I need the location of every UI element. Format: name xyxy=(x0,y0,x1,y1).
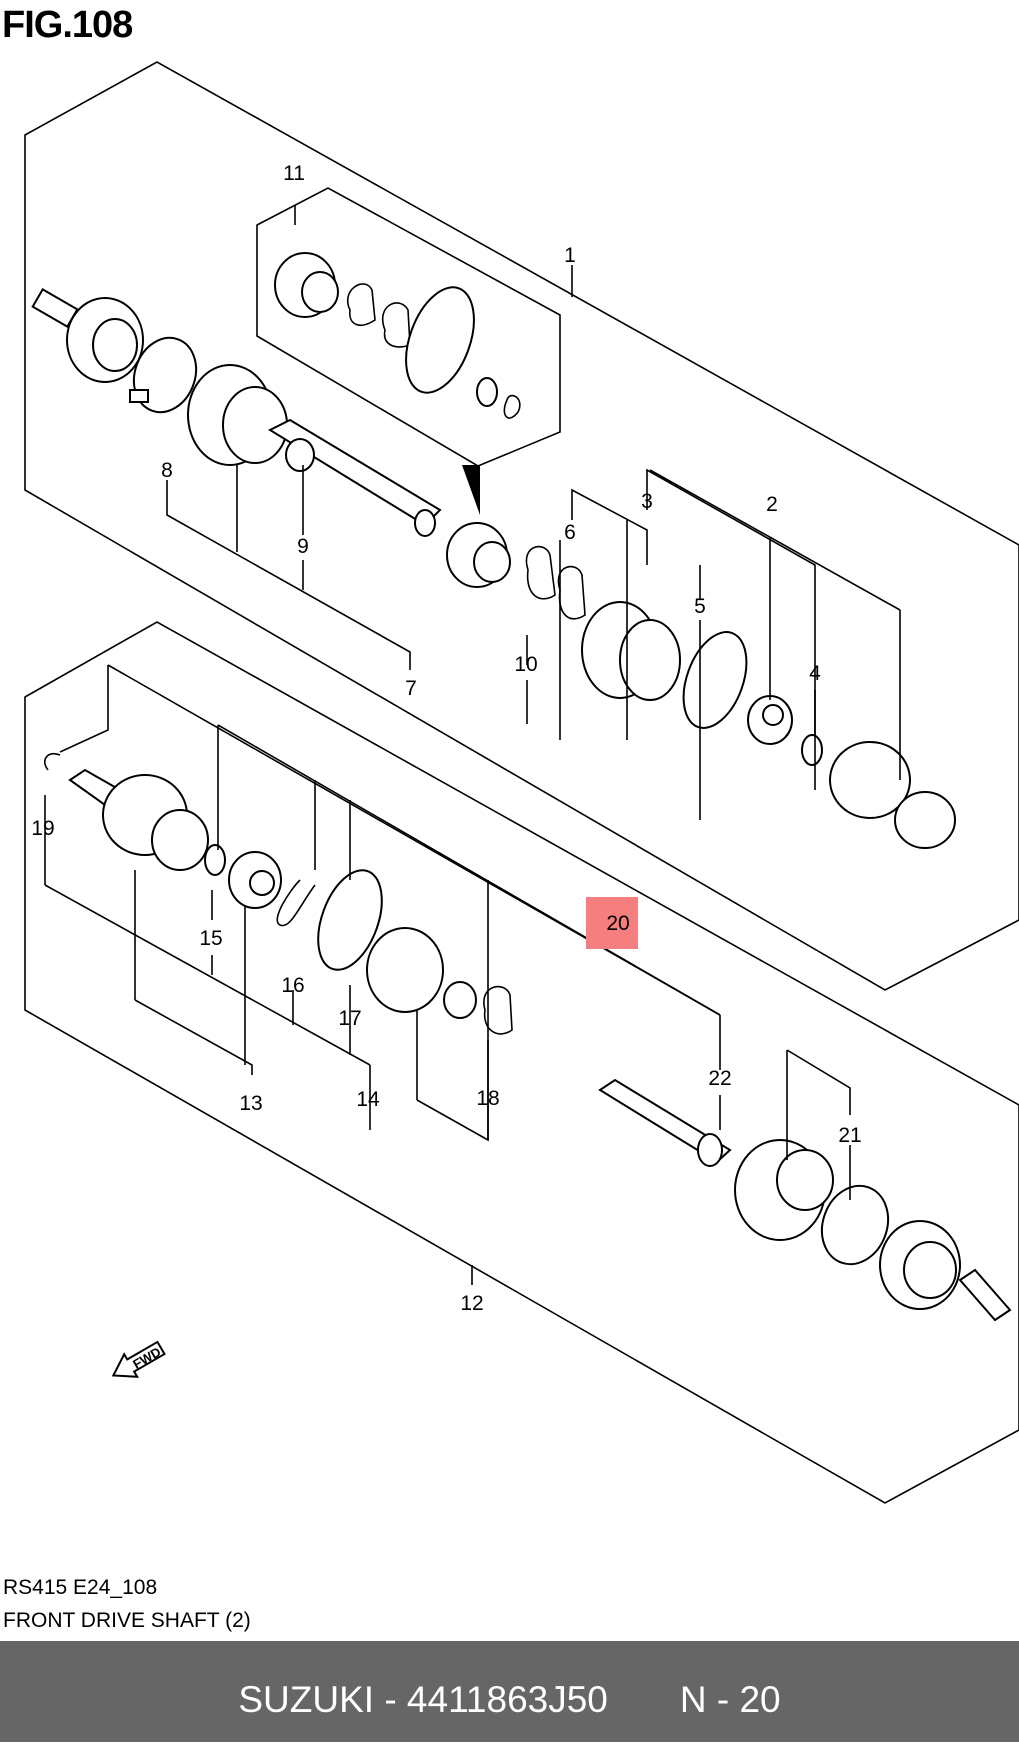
callout-12: 12 xyxy=(460,1292,483,1315)
outer-boot-upper xyxy=(187,364,288,466)
fwd-arrow-icon: FWD xyxy=(111,1340,166,1378)
exploded-parts-diagram: 11 1 8 9 3 2 6 5 4 10 7 19 15 16 17 13 1… xyxy=(24,61,1019,1504)
callout-15: 15 xyxy=(199,927,222,950)
upper-assembly-frame xyxy=(24,61,1019,991)
inner-joint-housing-upper xyxy=(446,522,511,588)
boot-bands-middle xyxy=(525,545,586,620)
footer-part-number: SUZUKI - 4411863J50 xyxy=(238,1679,608,1720)
callout-10: 10 xyxy=(514,653,537,676)
inner-joint-lower xyxy=(68,768,209,871)
outer-boot-lower xyxy=(734,1139,834,1241)
inner-boot-upper xyxy=(581,601,681,701)
callout-21: 21 xyxy=(838,1124,861,1147)
kit-contents xyxy=(274,252,521,419)
callout-18: 18 xyxy=(476,1087,499,1110)
snap-ring-15 xyxy=(204,844,226,876)
diagram-code: RS415 E24_108 xyxy=(3,1576,158,1599)
callout-7: 7 xyxy=(405,677,417,700)
callout-6: 6 xyxy=(564,521,576,544)
figure-title: FIG.108 xyxy=(2,4,133,46)
kit-box-frame xyxy=(256,187,561,467)
spider-assembly xyxy=(747,695,793,745)
snap-ring-19 xyxy=(44,752,61,771)
callout-3: 3 xyxy=(641,490,653,513)
callout-4: 4 xyxy=(809,662,821,685)
callout-labels: 11 1 8 9 3 2 6 5 4 10 7 19 15 16 17 13 1… xyxy=(31,162,861,1315)
callout-8: 8 xyxy=(161,459,173,482)
inner-boot-lower xyxy=(366,927,477,1019)
boot-band-21 xyxy=(820,1184,890,1266)
shaft-lower xyxy=(598,1078,732,1167)
callout-22: 22 xyxy=(708,1067,731,1090)
callout-14: 14 xyxy=(356,1088,380,1111)
inner-joint-upper xyxy=(829,741,956,849)
callout-19: 19 xyxy=(31,817,54,840)
leader-lines xyxy=(44,205,901,1285)
outer-joint-upper xyxy=(31,287,144,383)
callout-17: 17 xyxy=(338,1007,361,1030)
shaft-upper xyxy=(267,418,442,537)
callout-2: 2 xyxy=(766,493,778,516)
callout-5: 5 xyxy=(694,595,706,618)
boot-band-17 xyxy=(317,869,383,971)
snap-ring-4 xyxy=(801,734,823,766)
highlight-box xyxy=(586,897,638,949)
lower-assembly-frame xyxy=(24,621,1019,1504)
boot-band-5 xyxy=(682,631,748,729)
callout-20: 20 xyxy=(606,912,629,935)
callout-9: 9 xyxy=(297,535,309,558)
footer-text: SUZUKI - 4411863J50 N - 20 xyxy=(0,1641,1019,1742)
inner-race-cage xyxy=(228,851,282,909)
outer-joint-lower xyxy=(879,1220,1012,1322)
callout-11: 11 xyxy=(283,162,305,185)
circlip-16 xyxy=(276,879,316,927)
diagram-name: FRONT DRIVE SHAFT (2) xyxy=(3,1609,251,1632)
footer-reference: N - 20 xyxy=(679,1679,781,1720)
boot-band-upper xyxy=(129,336,198,414)
footer-bar: SUZUKI - 4411863J50 N - 20 xyxy=(0,1641,1019,1742)
kit-pointer xyxy=(462,465,480,515)
callout-13: 13 xyxy=(239,1092,262,1115)
callout-1: 1 xyxy=(564,244,576,267)
callout-16: 16 xyxy=(281,974,304,997)
